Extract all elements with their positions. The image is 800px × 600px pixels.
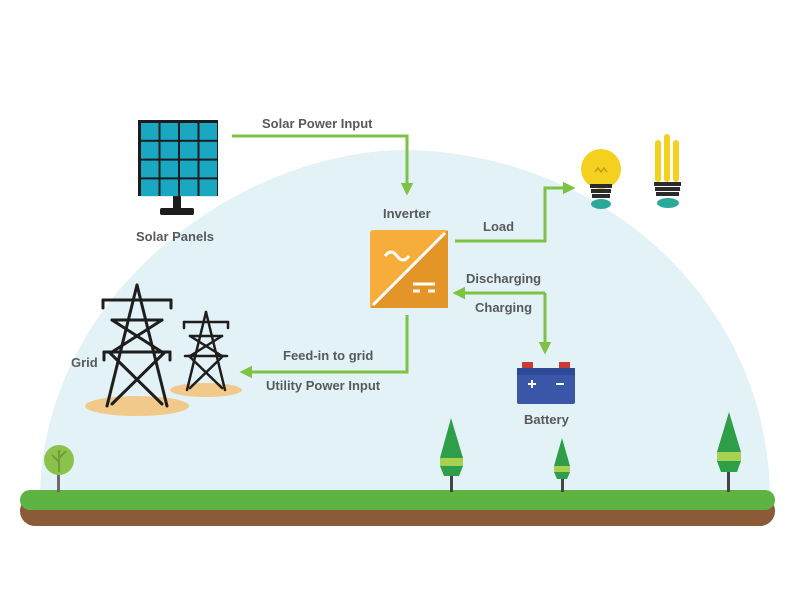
solar-input-arrow xyxy=(232,134,414,196)
cfl-bulb-icon xyxy=(654,134,681,208)
sky-dome xyxy=(40,150,770,500)
utility-power-input-label: Utility Power Input xyxy=(266,378,381,393)
battery-label: Battery xyxy=(524,412,569,427)
inverter-label: Inverter xyxy=(383,206,431,221)
solar-cell xyxy=(180,123,198,140)
feed-in-arrow xyxy=(239,315,409,379)
solar-cell xyxy=(160,123,178,140)
inverter-icon xyxy=(370,230,448,308)
solar-cell xyxy=(180,179,198,197)
tree-icon xyxy=(554,438,570,492)
solar-cell xyxy=(160,160,178,178)
ground xyxy=(20,490,775,526)
solar-cell xyxy=(199,179,217,197)
solar-cell xyxy=(141,141,159,159)
flow-arrows xyxy=(232,134,576,379)
solar-cell xyxy=(160,179,178,197)
tree-icon xyxy=(717,412,741,492)
load-arrow xyxy=(455,181,576,243)
load-label: Load xyxy=(483,219,515,234)
solar-cell xyxy=(199,141,217,159)
solar-cell xyxy=(141,179,159,197)
feed-in-label: Feed-in to grid xyxy=(283,348,374,363)
transmission-tower-icon xyxy=(85,283,189,416)
tree-icon xyxy=(440,418,463,492)
solar-cell xyxy=(141,160,159,178)
light-bulb-icon xyxy=(581,149,621,209)
transmission-tower-icon xyxy=(170,310,242,397)
solar-power-input-label: Solar Power Input xyxy=(262,116,373,131)
battery-icon xyxy=(517,362,575,404)
solar-cell xyxy=(160,141,178,159)
solar-panel-icon xyxy=(138,120,218,215)
discharging-label: Discharging xyxy=(466,271,542,286)
solar-cell xyxy=(180,141,198,159)
tree-icon xyxy=(44,445,74,492)
grid-label: Grid xyxy=(71,355,98,370)
solar-cell xyxy=(199,160,217,178)
solar-cell xyxy=(141,123,159,140)
solar-cell xyxy=(199,123,217,140)
solar-panels-label: Solar Panels xyxy=(136,229,215,244)
charging-label: Charging xyxy=(475,300,533,315)
solar-cell xyxy=(180,160,198,178)
